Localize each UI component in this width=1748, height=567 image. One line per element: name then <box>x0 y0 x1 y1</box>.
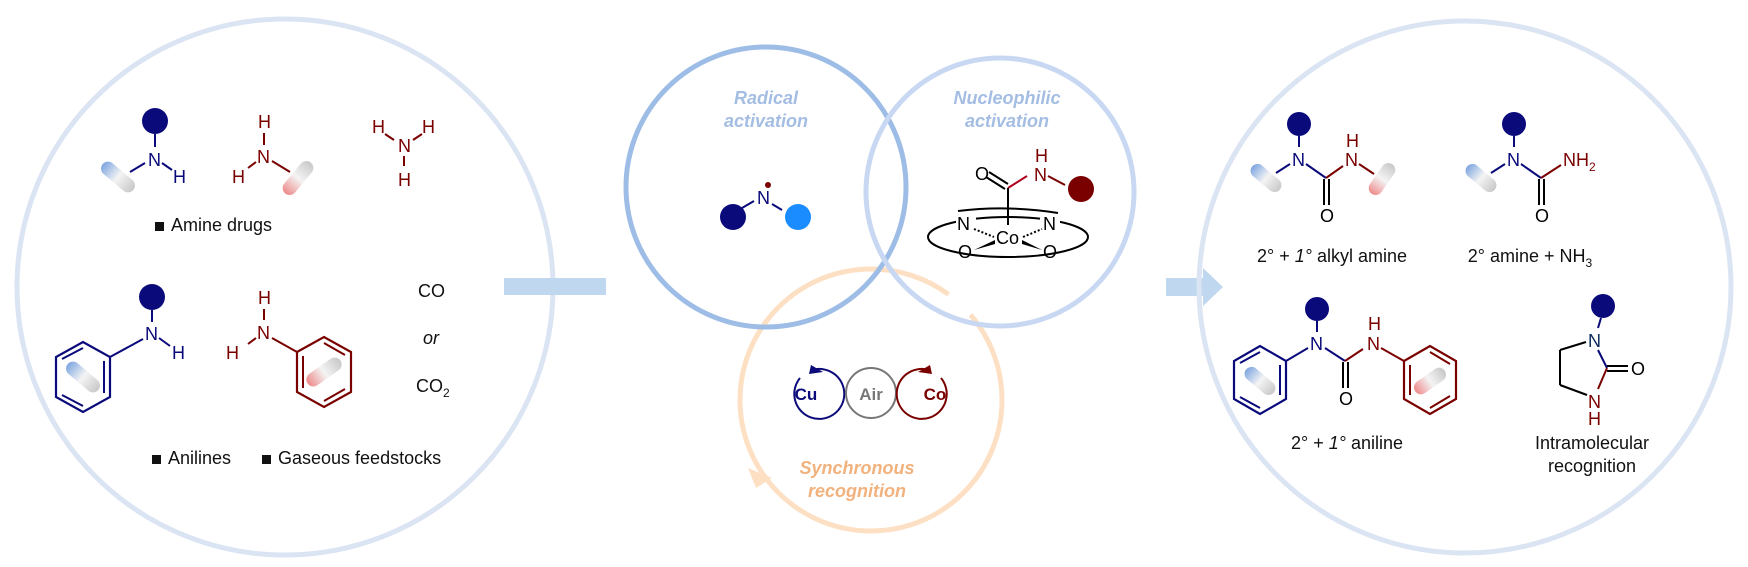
right-panel-ring <box>1196 18 1734 556</box>
left-panel-ring <box>14 16 556 558</box>
svg-text:N: N <box>1345 150 1358 170</box>
radical-ring <box>623 44 909 330</box>
ammonia: H N H H <box>372 117 435 190</box>
product1-label: 2° + 1° alkyl amine <box>1257 246 1407 266</box>
svg-text:H: H <box>173 167 186 187</box>
svg-text:N: N <box>957 214 970 234</box>
svg-text:activation: activation <box>965 111 1049 131</box>
badge-cu: Cu <box>793 365 846 420</box>
svg-text:CO: CO <box>418 281 445 301</box>
svg-text:H: H <box>1368 314 1381 334</box>
svg-text:Air: Air <box>859 385 883 404</box>
pill-icon <box>306 357 342 387</box>
gaseous-feedstocks: CO or CO2 <box>416 281 450 400</box>
recognition-ring <box>737 266 1005 534</box>
svg-text:NH2: NH2 <box>1563 150 1596 174</box>
anilines-label: Anilines <box>152 448 231 468</box>
product4-label-line2: recognition <box>1548 456 1636 476</box>
svg-text:N: N <box>1292 150 1305 170</box>
pill-icon <box>1368 162 1396 196</box>
product-urea-alkyl: N O H N <box>1250 112 1396 226</box>
substituent-dot <box>142 108 168 134</box>
svg-text:N: N <box>1367 334 1380 354</box>
svg-text:N: N <box>148 150 161 170</box>
svg-text:activation: activation <box>724 111 808 131</box>
svg-text:H: H <box>422 117 435 137</box>
svg-text:Anilines: Anilines <box>168 448 231 468</box>
svg-text:Amine drugs: Amine drugs <box>171 215 272 235</box>
radical-dot <box>765 182 771 188</box>
svg-text:Nucleophilic: Nucleophilic <box>953 88 1060 108</box>
svg-text:Synchronous: Synchronous <box>799 458 914 478</box>
substituent-dot <box>139 284 165 310</box>
svg-text:N: N <box>145 324 158 344</box>
svg-text:O: O <box>975 164 989 184</box>
pill-icon <box>1244 366 1276 396</box>
secondary-amine-drug: N H <box>101 108 186 193</box>
product3-label: 2° + 1° aniline <box>1291 433 1403 453</box>
svg-text:H: H <box>372 117 385 137</box>
svg-text:or: or <box>423 328 440 348</box>
svg-text:H: H <box>258 288 271 308</box>
product4-label-line1: Intramolecular <box>1535 433 1649 453</box>
svg-text:Radical: Radical <box>734 88 799 108</box>
svg-text:O: O <box>1631 359 1645 379</box>
badge-co: Co <box>895 365 948 420</box>
svg-text:H: H <box>1588 409 1601 429</box>
amidyl-radical: N <box>720 182 811 230</box>
svg-text:N: N <box>1034 165 1047 185</box>
svg-text:H: H <box>258 112 271 132</box>
secondary-aniline: N H <box>54 284 185 414</box>
connector-bar <box>504 278 606 295</box>
primary-amine-drug: H N H <box>232 112 314 195</box>
svg-text:O: O <box>1043 242 1057 262</box>
svg-text:N: N <box>1310 334 1323 354</box>
svg-text:CO2: CO2 <box>416 376 450 400</box>
svg-text:H: H <box>1346 131 1359 151</box>
svg-text:H: H <box>1035 146 1048 166</box>
product-urea-aniline: N O H N <box>1232 297 1458 416</box>
nucleophilic-ring <box>863 55 1137 329</box>
recognition-arrowhead <box>748 468 772 488</box>
pill-icon <box>66 361 100 393</box>
svg-text:O: O <box>958 242 972 262</box>
svg-text:N: N <box>1507 150 1520 170</box>
svg-text:O: O <box>1535 206 1549 226</box>
svg-text:recognition: recognition <box>808 481 906 501</box>
svg-text:H: H <box>232 167 245 187</box>
svg-text:Gaseous feedstocks: Gaseous feedstocks <box>278 448 441 468</box>
svg-text:O: O <box>1339 389 1353 409</box>
pill-icon <box>1413 367 1447 395</box>
svg-text:N: N <box>257 323 270 343</box>
svg-text:N: N <box>1043 214 1056 234</box>
svg-text:N: N <box>398 136 411 156</box>
product-cyclic-urea: N O N H <box>1559 294 1645 429</box>
pill-icon <box>1250 163 1282 193</box>
svg-text:Co: Co <box>924 385 947 404</box>
svg-text:N: N <box>1588 392 1601 412</box>
pill-icon <box>1465 163 1497 193</box>
svg-text:H: H <box>398 170 411 190</box>
svg-text:N: N <box>1588 331 1601 351</box>
gaseous-label: Gaseous feedstocks <box>262 448 441 468</box>
product-urea-ammonia: N O NH2 <box>1465 112 1596 226</box>
svg-text:Co: Co <box>996 228 1019 248</box>
arrow-to-products <box>1166 268 1223 306</box>
svg-text:H: H <box>226 343 239 363</box>
svg-text:Cu: Cu <box>795 385 818 404</box>
pill-icon <box>282 161 314 195</box>
product2-label: 2° amine + NH3 <box>1468 246 1593 270</box>
pill-icon <box>101 161 135 193</box>
badge-air: Air <box>845 367 897 419</box>
svg-text:O: O <box>1320 206 1334 226</box>
svg-text:H: H <box>172 343 185 363</box>
primary-aniline: H N H <box>226 288 353 409</box>
svg-text:N: N <box>757 188 770 208</box>
cobalt-carbamoyl-complex: O H N N N Co O O <box>927 146 1094 262</box>
svg-text:N: N <box>257 147 270 167</box>
amine-drugs-label: Amine drugs <box>155 215 272 235</box>
